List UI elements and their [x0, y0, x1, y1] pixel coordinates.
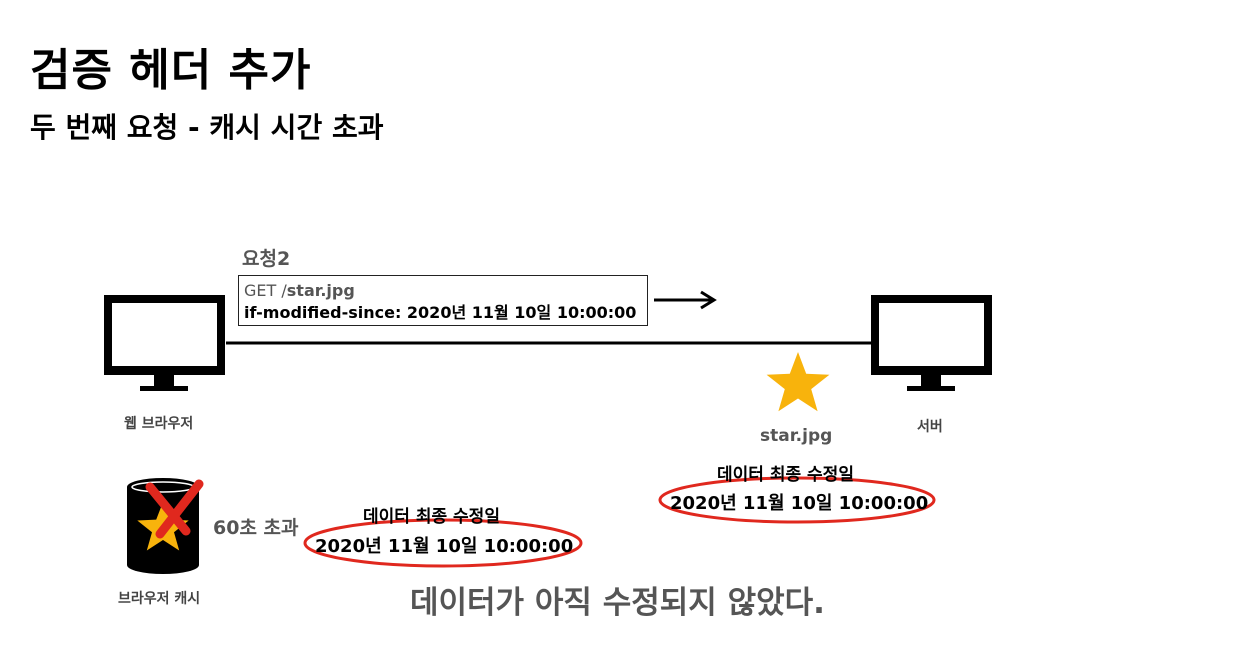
request-message-box: GET /star.jpg if-modified-since: 2020년 1…: [238, 275, 648, 326]
request-line: GET /star.jpg: [244, 280, 647, 302]
page-title: 검증 헤더 추가: [30, 45, 312, 96]
if-modified-since-header: if-modified-since: 2020년 11월 10일 10:00:0…: [244, 303, 637, 322]
cache-date-highlight: [303, 518, 583, 568]
request-method: GET /: [244, 281, 287, 300]
page-subtitle: 두 번째 요청 - 캐시 시간 초과: [30, 111, 384, 144]
cache-expired-status: 60초 초과: [213, 517, 299, 539]
server-star-icon: [766, 352, 830, 412]
server-resource-name: star.jpg: [760, 426, 833, 446]
cache-label: 브라우저 캐시: [118, 591, 201, 607]
expired-cross-icon: [145, 479, 204, 539]
browser-label: 웹 브라우저: [124, 416, 194, 432]
request-arrow: [654, 290, 717, 310]
request-path: star.jpg: [286, 281, 355, 300]
conclusion-text: 데이터가 아직 수정되지 않았다.: [410, 585, 825, 621]
server-meta-title: 데이터 최종 수정일: [717, 465, 854, 485]
server-date-highlight: [658, 476, 936, 524]
request-label: 요청2: [242, 248, 291, 270]
cache-meta-title: 데이터 최종 수정일: [363, 507, 500, 527]
server-meta-date: 2020년 11월 10일 10:00:00: [670, 493, 929, 514]
server-monitor-icon: [871, 295, 992, 391]
cache-meta-date: 2020년 11월 10일 10:00:00: [315, 536, 574, 557]
browser-monitor-icon: [104, 295, 225, 391]
server-label: 서버: [917, 419, 943, 435]
